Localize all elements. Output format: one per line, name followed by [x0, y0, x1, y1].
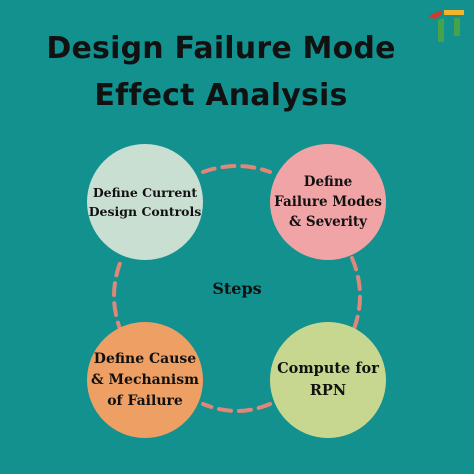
connector-left	[112, 256, 124, 336]
step-define-cause-mechanism-of-failure: Define Cause & Mechanism of Failure	[87, 322, 203, 438]
step-label: Define Cause & Mechanism of Failure	[91, 350, 199, 409]
page-title-line-2: Effect Analysis	[94, 78, 348, 113]
step-define-failure-modes-severity: Define Failure Modes & Severity	[270, 144, 386, 260]
connector-bottom	[201, 402, 272, 413]
center-steps-label: Steps	[212, 279, 262, 298]
step-label: Compute for RPN	[277, 360, 379, 399]
page-title-line-1: Design Failure Mode	[46, 31, 396, 66]
step-label: Define Failure Modes & Severity	[274, 174, 382, 230]
connector-right	[350, 256, 362, 336]
connector-top	[201, 164, 272, 174]
step-label: Define Current Design Controls	[88, 185, 202, 219]
step-compute-for-rpn: Compute for RPN	[270, 322, 386, 438]
brand-logo-icon	[428, 10, 464, 42]
step-define-current-design-controls: Define Current Design Controls	[87, 144, 203, 260]
